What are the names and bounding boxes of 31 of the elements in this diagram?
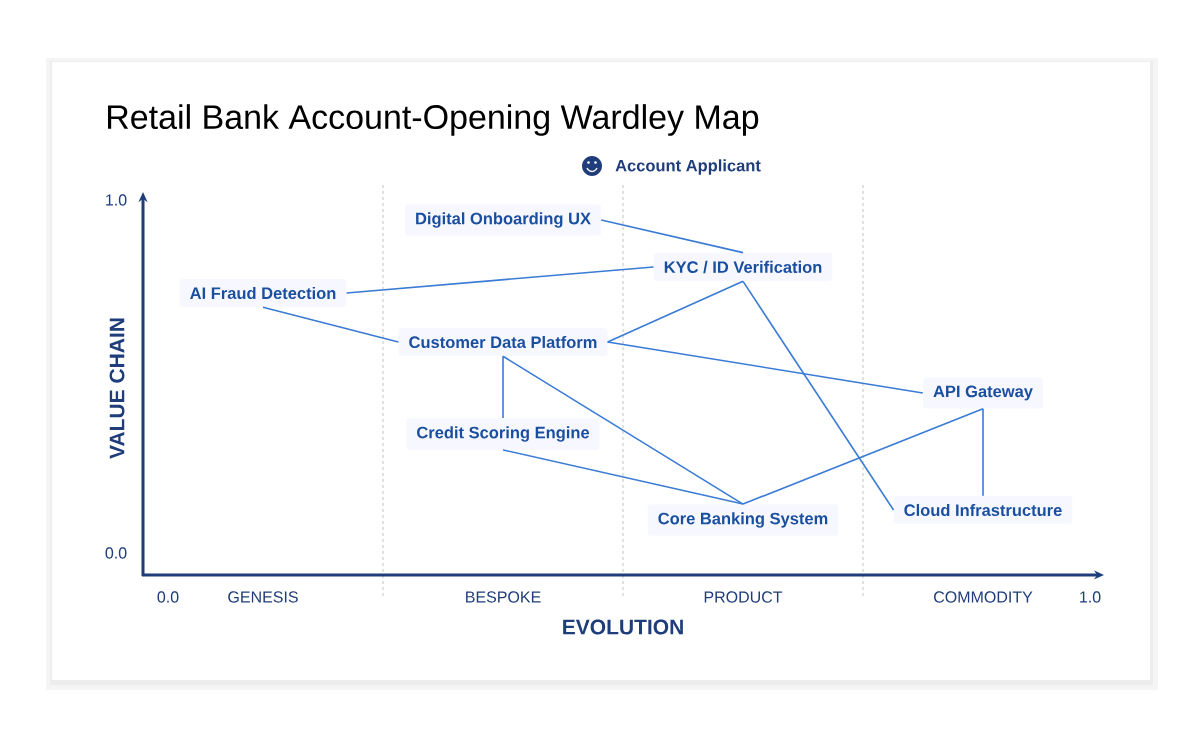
tick-label: 0.0 [157,591,179,603]
component-box: KYC / ID Verification [653,252,833,282]
dependency-line [742,407,984,505]
title: Retail Bank Account-Opening Wardley Map [108,104,759,136]
component-box: Credit Scoring Engine [406,418,600,450]
dependency-line [982,407,984,497]
dependency-line [606,341,924,394]
axis-title: VALUE CHAIN [109,318,125,459]
stage-label: GENESIS [228,591,298,603]
component-box: API Gateway [923,377,1043,409]
tick-label: 1.0 [106,194,127,206]
component-box: Cloud Infrastructure [893,495,1073,525]
dependency-line [262,306,400,343]
stage-label: COMMODITY [934,591,1033,603]
dependency-line [606,280,744,343]
component-box: Digital Onboarding UX [405,204,601,236]
axis-title: EVOLUTION [563,619,683,635]
dependency-line [502,355,744,505]
dependency-line [502,449,744,505]
dependency-line [600,219,744,254]
component-box: AI Fraud Detection [179,278,347,308]
anchor-label: Account Applicant [615,159,761,175]
component-box: Core Banking System [647,504,839,536]
stage-label: BESPOKE [466,591,541,603]
dependency-line [742,280,895,511]
stage-label: PRODUCT [704,591,783,603]
component-box: Customer Data Platform [398,327,608,357]
tick-label: 0.0 [105,547,127,559]
tick-label: 1.0 [1080,591,1101,603]
dependency-line [502,355,504,419]
dependency-line [345,266,655,294]
